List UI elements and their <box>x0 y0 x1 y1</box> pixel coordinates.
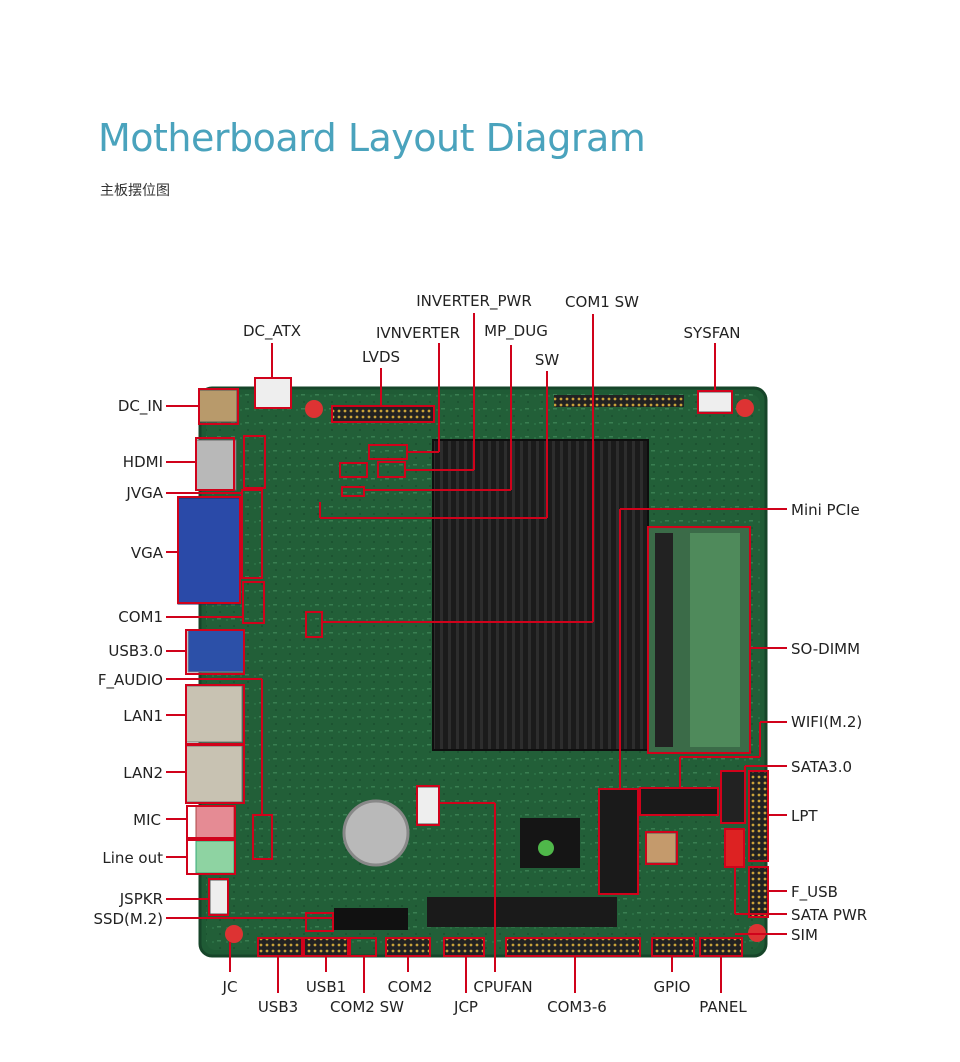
chip-logo <box>538 840 554 856</box>
m2-slot-row <box>427 897 617 927</box>
ram-module <box>690 533 740 747</box>
dc-in-jack <box>198 389 238 423</box>
label-dc-atx: DC_ATX <box>243 322 301 341</box>
label-lan2: LAN2 <box>123 764 163 782</box>
mount-hole <box>305 400 323 418</box>
label-lvds: LVDS <box>362 348 400 366</box>
label-jc: JC <box>222 978 238 996</box>
top-header <box>554 395 684 407</box>
label-mp-dug: MP_DUG <box>484 322 548 341</box>
hdmi-port <box>195 439 237 491</box>
gpio-header <box>652 939 694 955</box>
label-sw: SW <box>535 351 560 369</box>
label-com2-sw: COM2 SW <box>330 998 404 1016</box>
label-line-out: Line out <box>102 849 163 867</box>
label-ivnverter: IVNVERTER <box>376 324 460 342</box>
label-jcp: JCP <box>453 998 478 1016</box>
cmos-battery <box>342 799 410 867</box>
label-cpufan: CPUFAN <box>473 978 532 996</box>
usb1-header <box>304 939 348 955</box>
label-gpio: GPIO <box>654 978 691 996</box>
com2-header <box>386 939 430 955</box>
lpt-header <box>749 772 767 860</box>
label-sim: SIM <box>791 926 818 944</box>
ssd-m2-slot <box>334 908 408 930</box>
lvds-connector <box>332 407 434 421</box>
label-mini-pcie: Mini PCIe <box>791 501 860 519</box>
usb30-port <box>187 629 245 673</box>
sim-slot <box>645 832 677 864</box>
label-sata-pwr: SATA PWR <box>791 906 867 924</box>
label-usb30: USB3.0 <box>108 642 163 660</box>
vga-port <box>177 497 241 605</box>
dc-atx-connector <box>254 377 292 409</box>
label-panel: PANEL <box>699 998 747 1016</box>
label-lpt: LPT <box>791 807 818 825</box>
label-lan1: LAN1 <box>123 707 163 725</box>
com3-6-header <box>506 939 640 955</box>
mini-pcie-slot <box>599 790 637 894</box>
wifi-m2-slot <box>640 789 718 815</box>
mount-hole <box>225 925 243 943</box>
label-jvga: JVGA <box>125 484 163 502</box>
sata-pwr-connector <box>725 830 743 866</box>
label-usb1: USB1 <box>306 978 346 996</box>
label-inverter-pwr: INVERTER_PWR <box>416 292 532 311</box>
label-f-usb: F_USB <box>791 883 838 902</box>
label-dc-in: DC_IN <box>118 397 163 416</box>
callout-labels: DC_IN HDMI JVGA VGA COM1 USB3.0 F_AUDIO … <box>93 292 867 1016</box>
lan1-port <box>185 685 243 743</box>
mic-jack <box>195 805 235 839</box>
label-so-dimm: SO-DIMM <box>791 640 860 658</box>
jcp-header <box>444 939 484 955</box>
sata30-connector <box>722 772 744 822</box>
label-usb3: USB3 <box>258 998 298 1016</box>
callout-lines <box>166 313 787 993</box>
cpu-heatsink <box>432 439 649 751</box>
label-com1: COM1 <box>118 608 163 626</box>
motherboard-board <box>177 377 768 958</box>
panel-header <box>700 939 742 955</box>
label-mic: MIC <box>133 811 161 829</box>
usb3-header <box>258 939 302 955</box>
label-wifi-m2: WIFI(M.2) <box>791 713 862 731</box>
so-dimm-socket <box>655 533 673 747</box>
line-out-jack <box>195 840 235 874</box>
sysfan-connector <box>697 391 733 413</box>
label-vga: VGA <box>131 544 164 562</box>
page-title: Motherboard Layout Diagram <box>98 116 646 160</box>
label-com1-sw: COM1 SW <box>565 293 639 311</box>
cpufan-connector <box>416 786 440 825</box>
jspkr-connector <box>209 879 229 915</box>
label-sata30: SATA3.0 <box>791 758 852 776</box>
label-com2: COM2 <box>388 978 433 996</box>
label-ssd-m2: SSD(M.2) <box>93 910 163 928</box>
f-usb-header <box>749 868 767 916</box>
label-sysfan: SYSFAN <box>684 324 741 342</box>
mount-hole <box>736 399 754 417</box>
label-jspkr: JSPKR <box>119 890 163 908</box>
lan2-port <box>185 745 243 803</box>
label-hdmi: HDMI <box>123 453 163 471</box>
label-f-audio: F_AUDIO <box>98 671 163 690</box>
label-com3-6: COM3-6 <box>547 998 607 1016</box>
page-subtitle: 主板摆位图 <box>100 183 170 199</box>
